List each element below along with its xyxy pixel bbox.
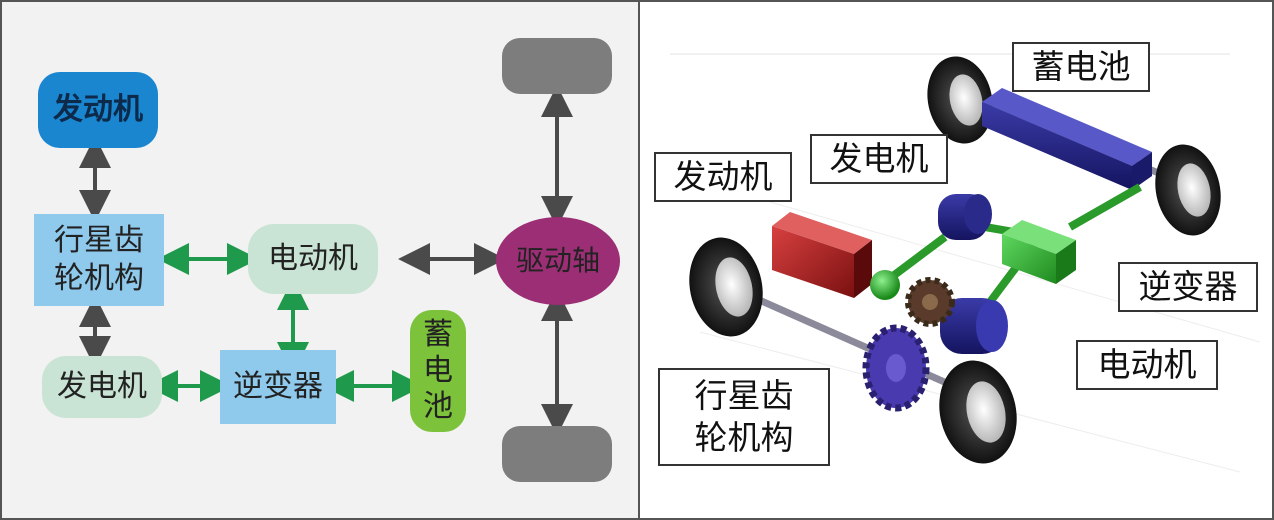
battery-callout: 蓄电池 [1012,42,1150,92]
inverter-callout: 逆变器 [1118,262,1258,312]
battery-node: 蓄 电 池 [410,310,466,432]
planetary-ball [870,270,900,300]
planetary-gear-callout: 行星齿 轮机构 [658,368,830,466]
front-right-wheel-icon [939,360,1017,464]
drive-shaft-label: 驱动轴 [515,244,600,277]
drive-shaft-node: 驱动轴 [496,217,620,305]
generator-callout: 发电机 [810,134,948,184]
generator-label: 发电机 [57,369,147,404]
engine-callout-text: 发动机 [673,157,773,196]
motor-block [940,298,1008,354]
battery-block [982,88,1152,190]
inverter-label: 逆变器 [233,369,323,404]
gear-small-icon [905,277,955,327]
top-wheel-block [502,38,612,94]
battery-label-char2: 电 [423,353,453,388]
engine-callout: 发动机 [654,152,792,202]
generator-callout-text: 发电机 [829,139,929,178]
motor-callout-text: 电动机 [1097,345,1197,384]
inverter-callout-text: 逆变器 [1138,267,1238,306]
motor-node: 电动机 [248,224,378,294]
engine-label: 发动机 [53,92,143,127]
vehicle-illustration [670,53,1261,473]
inverter-node: 逆变器 [220,350,336,424]
battery-label-char3: 池 [423,389,453,424]
motor-callout: 电动机 [1076,340,1218,390]
inverter-block [1002,220,1076,284]
generator-block [938,194,992,240]
rear-left-wheel-icon [927,56,993,144]
schematic-panel: 发动机 行星齿 轮机构 电动机 发电机 逆变器 蓄 电 池 驱动轴 [0,0,638,520]
battery-callout-text: 蓄电池 [1031,47,1131,86]
rear-right-wheel-icon [1155,144,1221,236]
bottom-wheel-block [502,426,612,482]
gear-large-icon [862,324,930,412]
planetary-gear-label-line2: 轮机构 [54,261,144,296]
engine-node: 发动机 [38,72,158,148]
engine-block [772,212,872,298]
motor-label: 电动机 [268,241,358,276]
planetary-gear-label-line1: 行星齿 [54,223,144,258]
planetary-gear-callout-line2: 轮机构 [694,418,794,457]
illustration-panel: 蓄电池 发电机 发动机 逆变器 电动机 行星齿 轮机构 [638,0,1274,520]
schematic-arrows [79,85,573,436]
generator-node: 发电机 [42,356,162,418]
front-axle [728,283,987,404]
front-left-wheel-icon [689,237,763,337]
battery-label-char1: 蓄 [423,317,453,352]
planetary-gear-node: 行星齿 轮机构 [34,214,164,306]
planetary-gear-callout-line1: 行星齿 [694,376,794,415]
